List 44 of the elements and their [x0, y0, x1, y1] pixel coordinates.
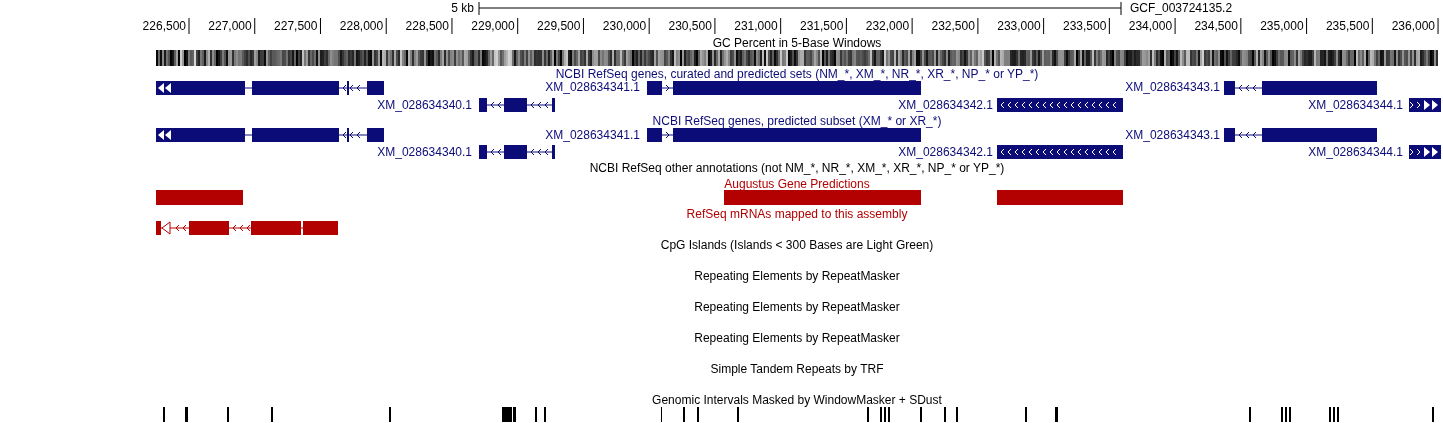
- ruler-tick-label: 231,000: [734, 19, 778, 33]
- ruler-tick-label: 227,000: [208, 19, 252, 33]
- assembly-label: GCF_003724135.2: [1130, 1, 1233, 15]
- track-title: NCBI RefSeq other annotations (not NM_*, NR_*, XM_*, XR_*, NP_* or YP_*): [589, 161, 1005, 175]
- gene-label: XM_028634342.1: [898, 145, 993, 159]
- scale-bar-label: 5 kb: [451, 1, 474, 15]
- gene-label: XM_028634340.1: [377, 145, 472, 159]
- gene-label: XM_028634340.1: [377, 98, 472, 112]
- ruler-tick-label: 226,500: [142, 19, 186, 33]
- gene-label: XM_028634341.1: [545, 80, 640, 94]
- ruler-tick-label: 228,500: [405, 19, 449, 33]
- gene-label: XM_028634344.1: [1308, 145, 1403, 159]
- ruler-tick-label: 233,500: [1062, 19, 1107, 33]
- ruler-tick-label: 232,000: [865, 19, 910, 33]
- track-title: NCBI RefSeq genes, curated and predicted sets (NM_*, XM_*, NR_*, XR_*, NP_* or YP_*): [555, 67, 1039, 81]
- ruler-tick-label: 235,000: [1260, 19, 1304, 33]
- track-title: Repeating Elements by RepeatMasker: [694, 300, 900, 314]
- ruler-tick-label: 229,000: [471, 19, 515, 33]
- gene-label: XM_028634341.1: [545, 128, 640, 142]
- ruler-tick-label: 236,000: [1391, 19, 1436, 33]
- ruler-tick-label: 233,000: [997, 19, 1041, 33]
- ruler-tick-label: 234,000: [1128, 19, 1173, 33]
- track-title: NCBI RefSeq genes, predicted subset (XM_* or XR_*): [652, 114, 942, 128]
- track-title: CpG Islands (Islands < 300 Bases are Light Green): [660, 238, 934, 252]
- ruler-tick-label: 229,500: [537, 19, 581, 33]
- ruler-tick-label: 227,500: [274, 19, 318, 33]
- ruler-tick-label: 234,500: [1194, 19, 1238, 33]
- track-title: RefSeq mRNAs mapped to this assembly: [686, 207, 908, 221]
- ruler-tick-label: 228,000: [339, 19, 384, 33]
- gene-label: XM_028634343.1: [1125, 80, 1220, 94]
- gene-label: XM_028634343.1: [1125, 128, 1220, 142]
- ruler-tick-label: 230,000: [602, 19, 647, 33]
- ruler-tick-label: 232,500: [931, 19, 975, 33]
- ruler-tick-label: 230,500: [668, 19, 712, 33]
- track-title: GC Percent in 5-Base Windows: [712, 36, 882, 50]
- gene-label: XM_028634342.1: [898, 98, 993, 112]
- track-title: Augustus Gene Predictions: [724, 177, 870, 191]
- ruler-tick-label: 231,500: [800, 19, 844, 33]
- gene-label: XM_028634344.1: [1308, 98, 1403, 112]
- track-title: Repeating Elements by RepeatMasker: [694, 269, 900, 283]
- ruler-tick-label: 235,500: [1325, 19, 1370, 33]
- track-title: Simple Tandem Repeats by TRF: [710, 362, 884, 376]
- track-title: Genomic Intervals Masked by WindowMasker + SDust: [652, 393, 942, 407]
- track-title: Repeating Elements by RepeatMasker: [694, 331, 900, 345]
